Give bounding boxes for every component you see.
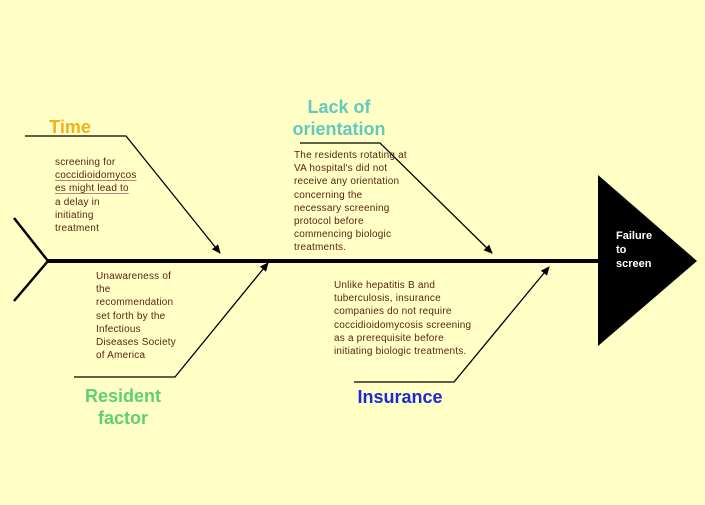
note-line: as a prerequisite before: [334, 332, 444, 344]
resident-title: Resident factor: [68, 385, 178, 429]
note-line: of America: [96, 350, 146, 362]
note-line: protocol before: [294, 216, 364, 228]
title-line: factor: [97, 408, 148, 428]
orientation-note: The residents rotating at VA hospital's …: [294, 149, 434, 255]
note-line: recommendation: [96, 297, 174, 309]
note-line: necessary screening: [294, 202, 390, 214]
note-line: commencing biologic: [294, 229, 392, 241]
note-line: treatment: [55, 223, 100, 235]
note-line: initiating: [55, 209, 94, 221]
effect-line: screen: [616, 258, 652, 270]
note-line: companies do not require: [334, 306, 452, 318]
resident-bone: [74, 262, 269, 378]
effect-label: Failure to screen: [616, 229, 676, 271]
time-note: screening for coccidioidomycos es might …: [55, 156, 165, 235]
note-line: coccidioidomycos: [55, 170, 137, 182]
note-line: receive any orientation: [294, 176, 400, 188]
orientation-bone: [300, 142, 493, 254]
note-line: Unlike hepatitis B and: [334, 280, 436, 291]
note-line: Diseases Society: [96, 337, 176, 349]
fish-head: [598, 175, 697, 346]
time-title: Time: [49, 117, 91, 137]
note-line: screening for: [55, 157, 116, 168]
title-line: Resident: [84, 386, 162, 406]
note-line: concerning the: [294, 189, 363, 201]
note-line: The residents rotating at: [294, 150, 407, 161]
note-line: a delay in: [55, 196, 100, 208]
note-line: initiating biologic treatments.: [334, 346, 467, 358]
title-line: Lack of: [307, 97, 371, 117]
insurance-bone: [354, 266, 550, 383]
note-line: coccidioidomycosis screening: [334, 319, 472, 331]
note-line: es might lead to: [55, 183, 129, 195]
time-bone: [25, 135, 221, 254]
effect-line: Failure: [616, 230, 653, 242]
note-line: Infectious: [96, 323, 141, 335]
tail-upper: [13, 217, 49, 262]
effect-line: to: [616, 244, 627, 256]
note-line: Unawareness of: [96, 271, 172, 282]
note-line: set forth by the: [96, 310, 166, 322]
title-line: orientation: [292, 119, 386, 139]
note-line: tuberculosis, insurance: [334, 293, 441, 305]
insurance-note: Unlike hepatitis B and tuberculosis, ins…: [334, 279, 509, 358]
note-line: VA hospital's did not: [294, 163, 388, 175]
resident-note: Unawareness of the recommendation set fo…: [96, 270, 196, 362]
note-line: treatments.: [294, 242, 347, 254]
orientation-title: Lack of orientation: [284, 96, 394, 140]
note-line: the: [96, 284, 111, 296]
tail-lower: [13, 260, 49, 302]
insurance-title: Insurance: [357, 387, 443, 407]
